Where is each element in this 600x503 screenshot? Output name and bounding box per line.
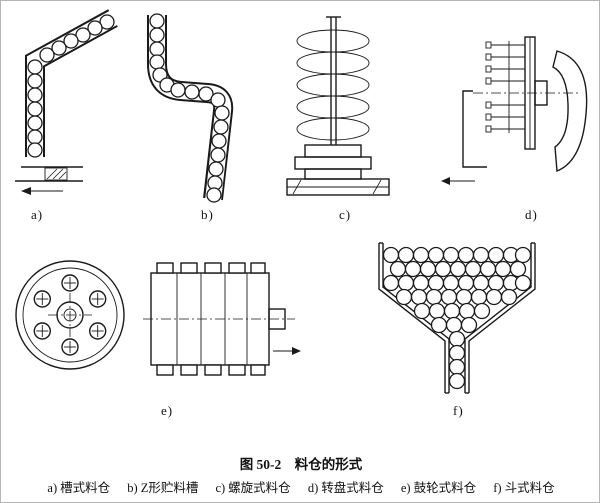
workpiece-ball [412, 246, 430, 264]
figure-caption-items: a)槽式料仓 b)Z形贮料槽 c)螺旋式料仓 d)转盘式料仓 e)鼓轮式料仓 f… [1, 477, 599, 496]
caption-item-d: d)转盘式料仓 [307, 481, 384, 495]
workpiece-ball [210, 147, 226, 163]
funnel-hopper-drawing [378, 242, 536, 394]
figure-caption-title: 图 50-2 料仓的形式 [239, 457, 363, 472]
workpiece-ball [464, 260, 482, 278]
workpiece-ball [210, 92, 226, 108]
workpiece-ball [479, 260, 497, 278]
workpiece-ball [487, 246, 505, 264]
workpiece-ball [430, 316, 448, 334]
workpiece-ball [27, 142, 43, 158]
workpiece-ball [457, 246, 475, 264]
workpiece-ball [27, 87, 43, 103]
rotary-disc-hopper-drawing [441, 36, 588, 185]
workpiece-ball [448, 372, 466, 390]
workpiece-ball [514, 246, 532, 264]
workpiece-ball [184, 84, 200, 100]
drum-hopper-side-drawing [143, 262, 301, 376]
workpiece-ball [149, 41, 165, 57]
sub-label-c: c) [339, 207, 352, 222]
workpiece-ball [170, 82, 186, 98]
workpiece-ball [397, 246, 415, 264]
workpiece-ball [412, 274, 430, 292]
workpiece-ball [382, 246, 400, 264]
spiral-hopper-drawing [286, 16, 390, 196]
workpiece-ball [455, 288, 473, 306]
workpiece-ball [509, 260, 527, 278]
workpiece-ball [27, 129, 43, 145]
workpiece-ball [425, 288, 443, 306]
workpiece-ball [75, 27, 91, 43]
workpiece-ball [428, 302, 446, 320]
workpiece-ball [442, 274, 460, 292]
workpiece-ball [382, 274, 400, 292]
caption-item-a: a)槽式料仓 [47, 481, 111, 495]
caption-item-c: c)螺旋式料仓 [215, 481, 291, 495]
workpiece-ball [443, 302, 461, 320]
workpiece-ball [99, 14, 115, 30]
workpiece-ball [427, 246, 445, 264]
workpiece-ball [460, 316, 478, 334]
sub-label-f: f) [453, 403, 464, 418]
sub-label-d: d) [525, 207, 538, 222]
workpiece-ball [27, 115, 43, 131]
workpiece-ball [514, 274, 532, 292]
caption-item-f: f)斗式料仓 [493, 481, 555, 495]
caption-item-b: b)Z形贮料槽 [127, 481, 199, 495]
workpiece-ball [213, 119, 229, 135]
workpiece-ball [485, 288, 503, 306]
workpiece-ball [410, 288, 428, 306]
workpiece-ball [500, 288, 518, 306]
workpiece-ball [458, 302, 476, 320]
workpiece-ball [63, 33, 79, 49]
workpiece-ball [448, 344, 466, 362]
trough-hopper-drawing [15, 9, 119, 195]
workpiece-ball [494, 260, 512, 278]
workpiece-ball [419, 260, 437, 278]
workpiece-ball [27, 101, 43, 117]
workpiece-ball [472, 246, 490, 264]
workpiece-ball [87, 20, 103, 36]
workpiece-ball [198, 86, 214, 102]
workpiece-ball [427, 274, 445, 292]
workpiece-ball [404, 260, 422, 278]
workpiece-ball [397, 274, 415, 292]
workpiece-ball [214, 105, 230, 121]
workpiece-ball [389, 260, 407, 278]
workpiece-ball [457, 274, 475, 292]
workpiece-ball [445, 316, 463, 334]
sub-label-e: e) [161, 403, 174, 418]
workpiece-ball [39, 47, 55, 63]
workpiece-ball [27, 59, 43, 75]
workpiece-ball [413, 302, 431, 320]
workpiece-ball [149, 54, 165, 70]
workpiece-ball [448, 358, 466, 376]
workpiece-ball [472, 274, 490, 292]
workpiece-ball [51, 40, 67, 56]
workpiece-ball [149, 13, 165, 29]
workpiece-ball [149, 27, 165, 43]
workpiece-ball [448, 330, 466, 348]
workpiece-ball [27, 73, 43, 89]
workpiece-ball [470, 288, 488, 306]
workpiece-ball [473, 302, 491, 320]
workpiece-ball [208, 161, 224, 177]
workpiece-ball [395, 288, 413, 306]
sub-label-b: b) [201, 207, 214, 222]
workpiece-ball [206, 187, 222, 203]
workpiece-ball [434, 260, 452, 278]
workpiece-ball [440, 288, 458, 306]
drum-hopper-face-drawing [15, 260, 125, 370]
workpiece-ball [449, 260, 467, 278]
workpiece-ball [211, 133, 227, 149]
z-chute-drawing [147, 13, 234, 203]
workpiece-ball [442, 246, 460, 264]
caption-item-e: e)鼓轮式料仓 [400, 481, 477, 495]
sub-label-a: a) [31, 207, 44, 222]
workpiece-ball [487, 274, 505, 292]
